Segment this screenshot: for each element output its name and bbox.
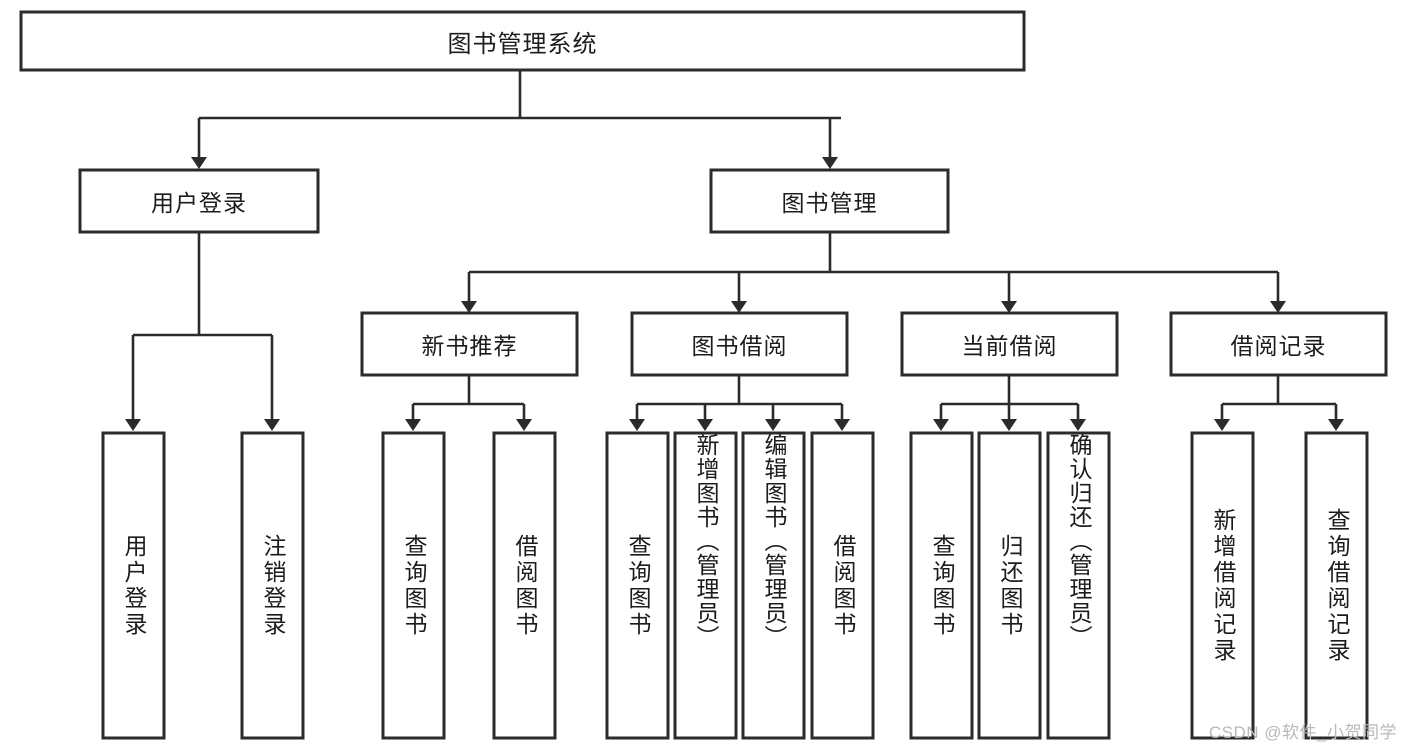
csdn-watermark: CSDN @软件_小贺同学 [1208, 723, 1397, 742]
node-box-leaf-query-book-2[interactable] [605, 431, 670, 740]
connectors-book-manage-to-level3 [461, 232, 1286, 313]
connectors-book-borrow-to-leaves [629, 375, 850, 431]
node-box-user-login[interactable] [78, 168, 320, 234]
node-box-leaf-user-login[interactable] [101, 431, 166, 740]
node-box-leaf-query-book-1[interactable] [381, 431, 446, 740]
node-box-leaf-query-record[interactable] [1304, 431, 1369, 740]
node-box-book-borrow[interactable] [630, 311, 849, 377]
node-box-new-book-recommend[interactable] [360, 311, 579, 377]
node-box-leaf-edit-book[interactable] [741, 431, 806, 740]
node-box-current-borrow[interactable] [900, 311, 1119, 377]
node-box-leaf-add-book[interactable] [673, 431, 738, 740]
node-box-leaf-borrow-book-2[interactable] [810, 431, 875, 740]
node-box-leaf-query-book-3[interactable] [909, 431, 974, 740]
node-box-leaf-user-logout[interactable] [240, 431, 305, 740]
node-box-leaf-return-book[interactable] [977, 431, 1042, 740]
connectors-root-to-level2 [191, 70, 841, 169]
node-box-book-manage[interactable] [709, 168, 950, 234]
node-box-borrow-record[interactable] [1169, 311, 1388, 377]
node-box-root[interactable] [19, 10, 1026, 72]
node-box-leaf-add-record[interactable] [1190, 431, 1255, 740]
node-box-leaf-borrow-book-1[interactable] [492, 431, 557, 740]
connectors-borrow-record-to-leaves [1214, 375, 1344, 431]
connectors-new-book-recommend-to-leaves [405, 375, 532, 431]
connectors-current-borrow-to-leaves [933, 375, 1086, 431]
connectors-user-login-to-leaves [125, 232, 280, 431]
node-box-leaf-confirm-return[interactable] [1046, 431, 1111, 740]
